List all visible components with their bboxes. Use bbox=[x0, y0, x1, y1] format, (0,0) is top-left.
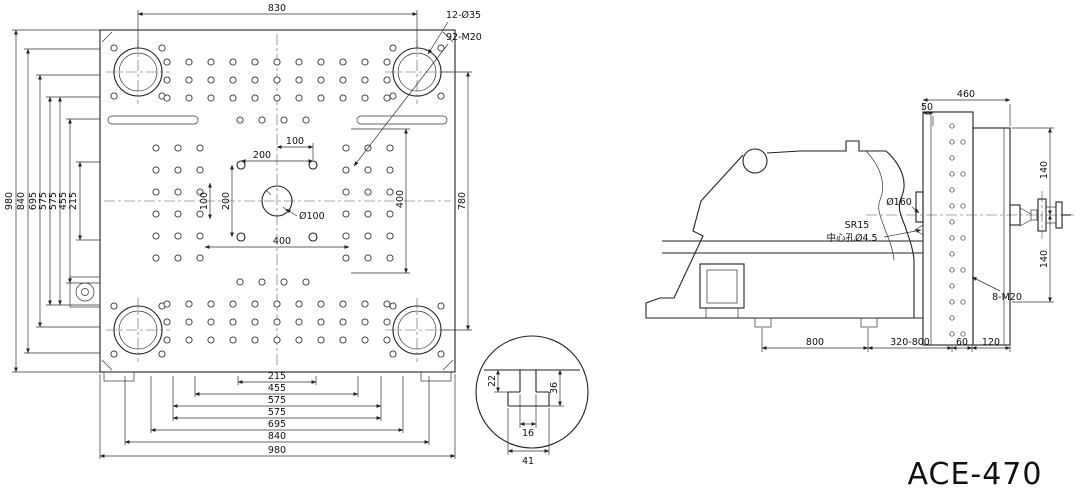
platen-foot-left bbox=[103, 371, 135, 382]
cooling-slot-right bbox=[356, 115, 448, 125]
dim-215-left: 215 bbox=[68, 192, 79, 210]
note-92-m20: 92-M20 bbox=[446, 32, 482, 43]
lifting-lug bbox=[69, 276, 101, 308]
dim-800: 800 bbox=[806, 337, 824, 348]
nozzle-seat bbox=[914, 224, 924, 236]
dim-bore-100: Ø100 bbox=[299, 211, 325, 222]
dim-200-h: 200 bbox=[253, 150, 271, 161]
cooling-slot-left bbox=[107, 115, 199, 125]
dim-840-bottom: 840 bbox=[268, 431, 286, 442]
dim-575b-bottom: 575 bbox=[268, 407, 286, 418]
note-sr15: SR15 bbox=[845, 220, 870, 231]
note-d160: Ø160 bbox=[886, 197, 912, 208]
dim-980-bottom: 980 bbox=[268, 445, 286, 456]
dim-695-left: 695 bbox=[28, 192, 39, 210]
dim-100-v: 100 bbox=[199, 192, 210, 210]
cylinder-block bbox=[699, 263, 745, 309]
dim-400-h: 400 bbox=[273, 236, 291, 247]
tie-bars bbox=[662, 240, 923, 254]
platen-outline bbox=[99, 29, 456, 373]
stationary-platen bbox=[914, 111, 974, 346]
t-slot-profile bbox=[484, 369, 580, 407]
dim-41: 41 bbox=[522, 456, 534, 467]
dim-16: 16 bbox=[522, 428, 534, 439]
dim-780-right: 780 bbox=[457, 192, 468, 210]
dim-830-label: 830 bbox=[268, 3, 286, 14]
dim-200-v: 200 bbox=[221, 192, 232, 210]
dim-50: 50 bbox=[921, 102, 933, 113]
note-12-d35: 12-Ø35 bbox=[446, 10, 481, 21]
clamp-frame bbox=[645, 140, 923, 328]
drawing-title: ACE-470 bbox=[908, 457, 1043, 492]
nozzle-assembly bbox=[866, 191, 1074, 239]
dim-460: 460 bbox=[957, 89, 975, 100]
dim-840-left: 840 bbox=[16, 192, 27, 210]
dim-980-left: 980 bbox=[4, 192, 15, 210]
dim-60: 60 bbox=[956, 337, 968, 348]
dim-120: 120 bbox=[982, 337, 1000, 348]
dim-455-bottom: 455 bbox=[268, 383, 286, 394]
dim-575a-left: 575 bbox=[38, 192, 49, 210]
dim-575b-left: 575 bbox=[48, 192, 59, 210]
platen-foot-right bbox=[420, 371, 452, 382]
safety-guard bbox=[972, 127, 1011, 346]
dim-455-left: 455 bbox=[58, 192, 69, 210]
dim-36: 36 bbox=[549, 382, 560, 394]
note-center-hole: 中心孔Ø4.5 bbox=[826, 232, 877, 244]
dim-140-upper: 140 bbox=[1039, 161, 1050, 179]
dim-140-lower: 140 bbox=[1039, 250, 1050, 268]
detail-circle bbox=[475, 335, 589, 449]
locating-ring-boss bbox=[915, 191, 924, 223]
dim-320-800: 320-800 bbox=[890, 337, 930, 348]
side-view: 460 50 140 140 Ø160 SR15 中心孔Ø4.5 8-M20 8… bbox=[645, 89, 1074, 352]
dim-400-v: 400 bbox=[395, 190, 406, 208]
note-8-m20: 8-M20 bbox=[992, 292, 1022, 303]
detail-view: 22 36 16 41 bbox=[475, 335, 589, 467]
dim-575a-bottom: 575 bbox=[268, 395, 286, 406]
dim-100-h: 100 bbox=[286, 136, 304, 147]
dim-695-bottom: 695 bbox=[268, 419, 286, 430]
dim-22: 22 bbox=[487, 375, 498, 387]
front-view: 830 12-Ø35 92-M20 980 840 695 575 575 45… bbox=[4, 3, 482, 459]
dim-215-bottom: 215 bbox=[268, 371, 286, 382]
